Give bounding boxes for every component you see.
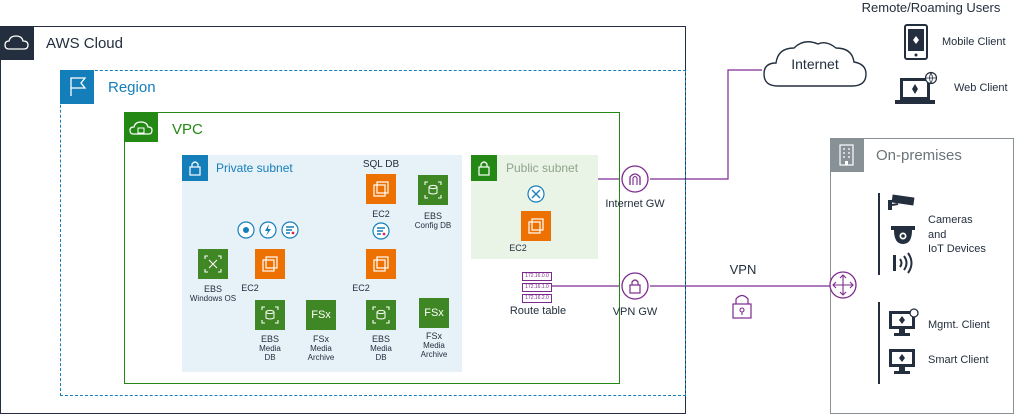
vpn-gw-icon — [621, 272, 649, 300]
wireless-sensor-icon — [893, 252, 913, 274]
link-internet-gw — [650, 69, 762, 180]
lightning-icon — [259, 221, 277, 239]
fsx-right-label-1: FSx — [425, 331, 442, 341]
nat-icon — [527, 185, 545, 203]
on-premises-label: On-premises — [876, 147, 962, 164]
fsx-left-label-2: Media — [310, 344, 332, 353]
ebs-windows-icon — [198, 249, 228, 279]
route-row-3: 172.16.2.0 — [522, 294, 552, 303]
vpc-icon — [124, 112, 158, 142]
fsx-left-glyph: FSx — [311, 309, 331, 321]
camera-icon — [888, 194, 915, 210]
fsx-right-glyph: FSx — [424, 307, 444, 319]
internet-label: Internet — [791, 56, 839, 72]
region-label: Region — [108, 79, 156, 96]
web-client-icon — [895, 71, 938, 104]
route-table-icon: 172.16.0.0 172.16.1.0 172.16.2.0 — [522, 272, 552, 303]
ebs-config-label-1: EBS — [423, 211, 442, 221]
aws-cloud-label: AWS Cloud — [46, 35, 123, 52]
ebs-media-mid-label-2: Media — [370, 344, 392, 353]
route-row-1: 172.16.0.0 — [522, 272, 552, 281]
region-flag-icon — [60, 70, 94, 104]
ec2-public-label: EC2 — [509, 243, 527, 253]
mobile-client-label: Mobile Client — [942, 36, 1006, 48]
service-circles — [237, 221, 299, 239]
route-row-2: 172.16.1.0 — [522, 283, 552, 292]
private-subnet-lock-icon — [182, 155, 208, 181]
ebs-windows-label-1: EBS — [203, 284, 222, 294]
ec2-public-icon — [521, 211, 551, 241]
cameras-label-2: and — [928, 229, 947, 241]
internet-cloud-icon — [763, 41, 867, 87]
internet-gw-label: Internet GW — [605, 198, 665, 210]
web-client-label: Web Client — [954, 82, 1008, 94]
region-group — [60, 70, 686, 396]
public-subnet-lock-icon — [471, 155, 497, 181]
clients-bracket — [878, 302, 880, 384]
private-subnet-label: Private subnet — [216, 161, 293, 175]
cameras-label-1: Cameras — [928, 214, 973, 226]
ec2-left-label: EC2 — [241, 283, 259, 293]
smart-client-icon — [889, 349, 915, 374]
vpc-group — [124, 112, 620, 384]
mobile-device-icon — [904, 24, 928, 60]
on-premises-group — [830, 138, 1014, 414]
ebs-config-icon — [418, 175, 448, 205]
vpc-label: VPC — [172, 121, 203, 138]
public-subnet-label: Public subnet — [506, 161, 579, 175]
ebs-media-left-label-3: DB — [264, 353, 276, 362]
ebs-windows-label-2: Windows OS — [189, 294, 237, 303]
ebs-media-mid-label-3: DB — [375, 353, 387, 362]
mgmt-client-label: Mgmt. Client — [928, 319, 990, 331]
mgmt-client-icon — [889, 308, 919, 336]
ec2-sql-label: EC2 — [372, 209, 390, 219]
list-icon — [281, 221, 299, 239]
building-icon — [830, 138, 864, 172]
fsx-left-label-1: FSx — [312, 334, 329, 344]
ec2-mid-icon — [366, 249, 396, 279]
fsx-left-icon: FSx — [306, 300, 336, 330]
list-icon-mid — [372, 222, 390, 240]
dome-camera-icon — [891, 226, 915, 244]
ebs-media-mid-label-1: EBS — [371, 334, 390, 344]
vpn-gw-label: VPN GW — [612, 306, 658, 318]
cameras-label-3: IoT Devices — [928, 243, 986, 255]
vpn-label: VPN — [729, 262, 757, 277]
router-icon — [829, 271, 857, 299]
remote-users-label: Remote/Roaming Users — [861, 0, 1001, 15]
ec2-mid-label: EC2 — [352, 283, 370, 293]
ebs-media-left-icon — [255, 300, 285, 330]
ebs-media-mid-icon — [366, 300, 396, 330]
private-subnet-group — [182, 155, 462, 372]
ec2-left-icon — [255, 249, 285, 279]
fsx-left-label-3: Archive — [307, 353, 335, 362]
cloud-icon — [0, 26, 34, 60]
fsx-right-label-3: Archive — [420, 350, 448, 359]
sql-db-label: SQL DB — [362, 159, 400, 170]
internet-gw-icon — [621, 165, 649, 193]
route-table-label: Route table — [509, 305, 567, 317]
vpn-lock-icon — [732, 294, 752, 319]
ebs-media-left-label-2: Media — [259, 344, 281, 353]
fsx-right-label-2: Media — [423, 341, 445, 350]
ebs-media-left-label-1: EBS — [260, 334, 279, 344]
smart-client-label: Smart Client — [928, 354, 989, 366]
devices-bracket — [878, 193, 880, 275]
ec2-sql-icon — [366, 174, 396, 204]
gear-icon — [237, 221, 255, 239]
ebs-config-label-2: Config DB — [414, 221, 452, 230]
fsx-right-icon: FSx — [419, 298, 449, 328]
